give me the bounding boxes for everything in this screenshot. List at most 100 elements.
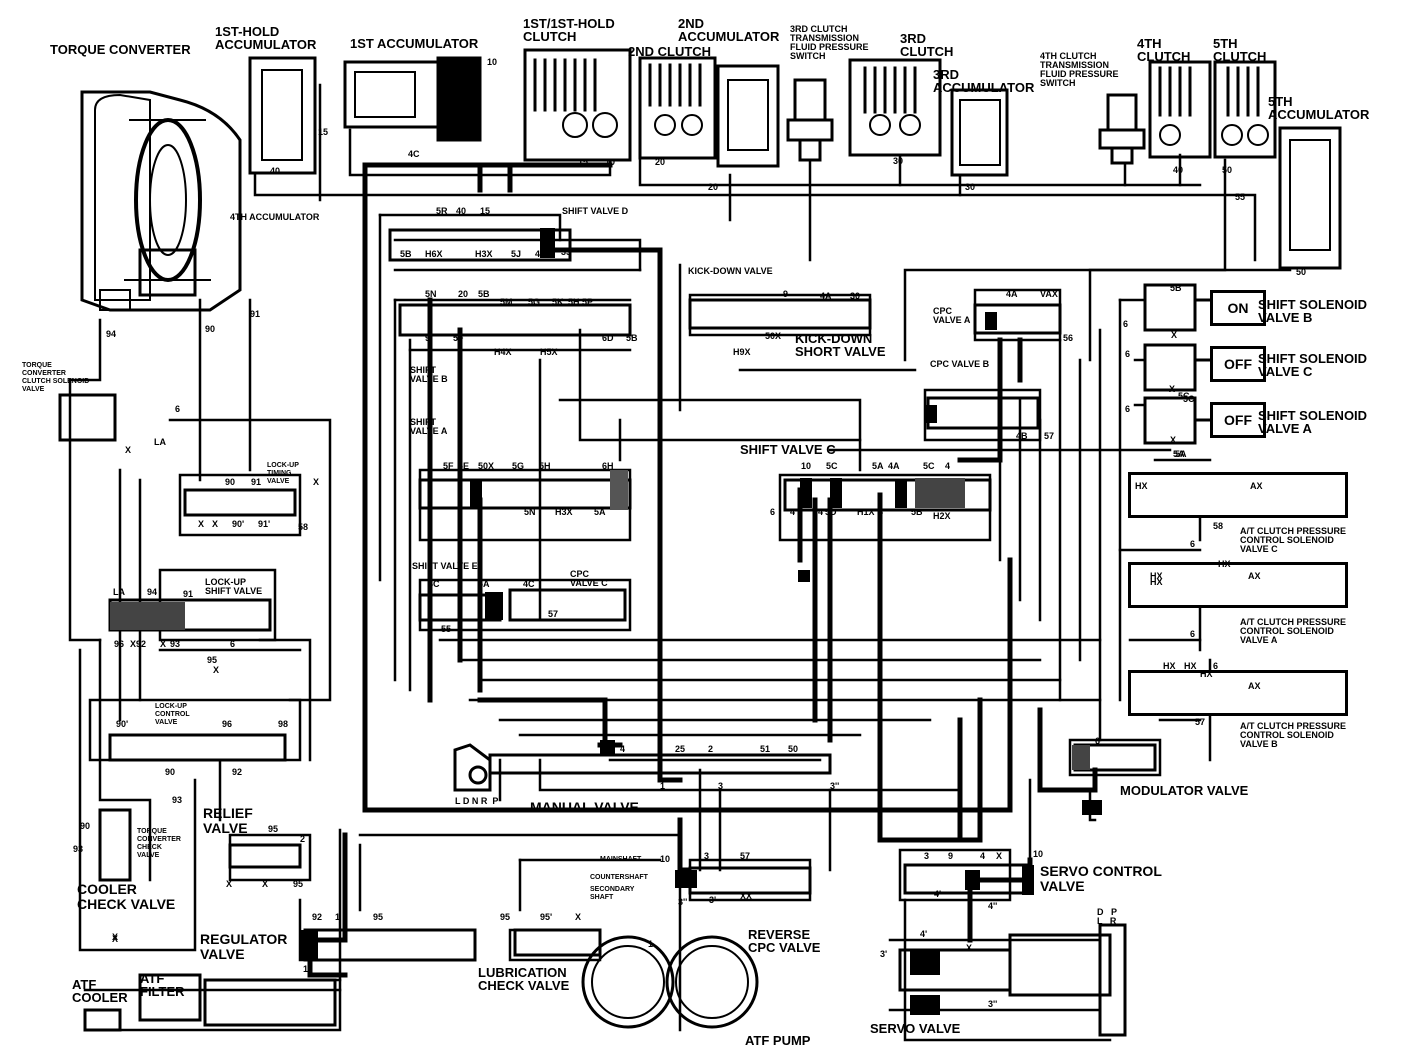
label-fourth-accumulator: 4TH ACCUMULATOR: [230, 212, 320, 222]
port-label: 6: [175, 404, 181, 414]
port-label: 5E: [458, 461, 470, 471]
label-first-accumulator: 1ST ACCUMULATOR: [350, 36, 479, 51]
cpc-valve-a-body: [973, 303, 1062, 335]
port-label: 5N: [524, 507, 536, 517]
port-label: 5H: [539, 461, 551, 471]
first-accumulator: [343, 56, 482, 142]
port-label: X: [212, 519, 219, 529]
manual-valve-detent: [453, 743, 492, 792]
regulator-valve-body: [303, 928, 477, 962]
port-label: XX: [740, 891, 753, 901]
lockup-timing-valve-body: [183, 488, 297, 517]
label-regulator-valve: REGULATOR VALVE: [200, 931, 288, 962]
port-label: H5X: [540, 347, 558, 357]
label-mainshaft: MAINSHAFT: [600, 856, 642, 863]
port-label: 90': [232, 519, 245, 529]
label-cpc-valve-a: CPC VALVE A: [933, 306, 971, 325]
label-shift-solenoid-c: SHIFT SOLENOID VALVE C: [1258, 351, 1368, 379]
shift-solenoid-c-state: OFF: [1210, 346, 1266, 382]
port-label: 5B: [400, 249, 412, 259]
port-label: 5C: [1183, 394, 1195, 404]
port-label: 25: [675, 744, 686, 754]
port-label: H3X: [555, 507, 573, 517]
atc-solenoid-a-body: [1128, 562, 1348, 608]
label-shift-valve-d: SHIFT VALVE D: [562, 206, 629, 216]
label-relief-valve: RELIEF VALVE: [203, 805, 253, 836]
port-label: H3X: [475, 249, 493, 259]
port-label: X: [226, 879, 233, 889]
port-label: 5A: [1175, 449, 1187, 459]
port-label: 5F: [453, 333, 464, 343]
port-label: 5J: [511, 249, 522, 259]
port-label: 4C: [408, 149, 420, 159]
fourth-clutch: [1148, 60, 1212, 159]
port-label: 30: [850, 291, 861, 301]
port-label: HX: [1150, 577, 1163, 587]
port-label: X: [1169, 384, 1176, 394]
atf-filter-body: [138, 973, 202, 1022]
port-label: 58: [1213, 521, 1224, 531]
first-hold-accumulator: [248, 56, 317, 175]
port-label: 90: [165, 767, 176, 777]
label-first-clutch: 1ST/1ST-HOLD CLUTCH: [523, 16, 615, 44]
port-label: 35: [561, 247, 572, 257]
port-label: 6: [1125, 404, 1131, 414]
port-label: 95: [373, 912, 384, 922]
port-label: 4: [980, 851, 986, 861]
port-label: 6: [230, 639, 236, 649]
label-cooler-check-valve: COOLER CHECK VALVE: [77, 881, 176, 912]
shift-solenoid-bodies: [1143, 283, 1212, 445]
port-label: AX: [1248, 681, 1261, 691]
port-label: 4C: [428, 579, 440, 589]
port-label: 40: [1173, 165, 1184, 175]
label-shift-valve-e: SHIFT VALVE E: [412, 561, 478, 571]
port-label: 5B: [1170, 283, 1182, 293]
shift-valve-d-body: [388, 228, 572, 262]
port-label: 3: [924, 851, 930, 861]
label-cpc-valve-b: CPC VALVE B: [930, 359, 990, 369]
label-lockup-timing-valve: LOCK-UP TIMING VALVE: [267, 462, 299, 485]
label-modulator-valve: MODULATOR VALVE: [1120, 783, 1249, 798]
fifth-accumulator: [1278, 126, 1342, 270]
third-accumulator: [950, 88, 1009, 177]
port-label: 6: [1095, 736, 1101, 746]
port-label: 5G: [512, 461, 525, 471]
port-label: X: [125, 445, 132, 455]
shift-solenoid-b-state: ON: [1210, 290, 1266, 326]
port-label: 15: [578, 157, 589, 167]
port-label: X: [262, 879, 269, 889]
label-servo-positions: D P L R: [1097, 907, 1118, 926]
port-label: 90': [116, 719, 129, 729]
port-label: 9: [425, 333, 431, 343]
port-label: 5A: [478, 579, 490, 589]
port-label: 9: [783, 289, 789, 299]
port-label: 5C: [923, 461, 935, 471]
port-label: 3: [704, 851, 710, 861]
atf-cooler-body: [83, 1008, 122, 1032]
port-label: HX: [1135, 481, 1148, 491]
port-label: 5B: [478, 289, 490, 299]
port-label: HX: [1200, 669, 1213, 679]
port-label: 6H: [602, 461, 614, 471]
shift-valve-b-body: [398, 303, 632, 337]
port-label: 6: [1213, 661, 1219, 671]
port-label: 50: [788, 744, 799, 754]
port-label: 4': [920, 929, 928, 939]
port-label: 4: [945, 461, 951, 471]
port-label: 6: [1190, 539, 1196, 549]
port-label: 50X: [478, 461, 495, 471]
port-label: 4: [790, 507, 796, 517]
port-label: H9X: [733, 347, 751, 357]
first-clutch: [523, 48, 632, 162]
label-manual-valve: MANUAL VALVE: [530, 799, 639, 815]
port-label: H1X: [857, 507, 875, 517]
port-label: 55: [1235, 192, 1246, 202]
port-label: 6D: [602, 333, 614, 343]
second-clutch: [638, 56, 717, 160]
label-atf-filter: ATF FILTER: [140, 971, 185, 999]
label-countershaft: COUNTERSHAFT: [590, 874, 648, 881]
port-label: 91: [183, 589, 194, 599]
port-label: 91: [251, 477, 262, 487]
port-label: 3'': [678, 897, 688, 907]
